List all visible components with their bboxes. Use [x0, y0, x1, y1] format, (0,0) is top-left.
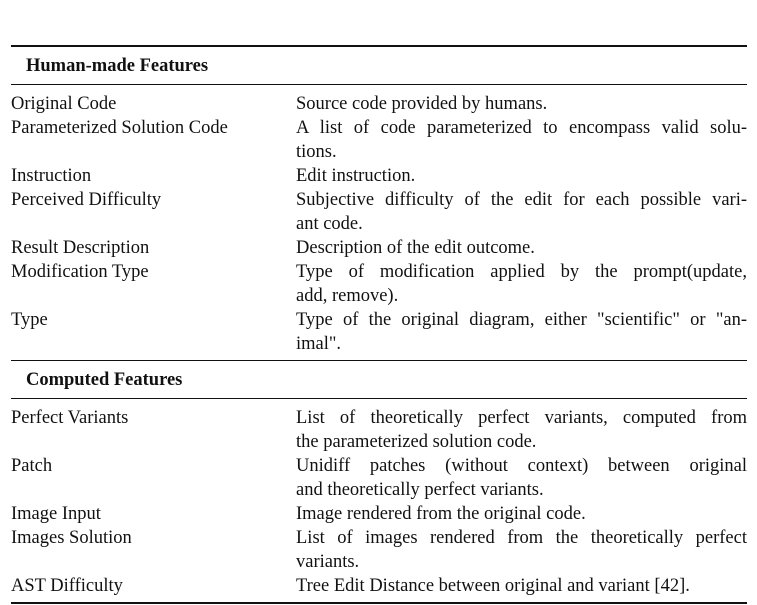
- description-line: add, remove).: [296, 286, 399, 306]
- bottom-rule: [11, 602, 747, 604]
- feature-description: List of theoretically perfect variants, …: [296, 406, 747, 454]
- feature-description: Unidiff patches (without context) betwee…: [296, 454, 747, 502]
- feature-description: Type of the original diagram, either "sc…: [296, 308, 747, 356]
- feature-name: Modification Type: [11, 262, 149, 282]
- feature-description: Type of modification applied by the prom…: [296, 260, 747, 308]
- feature-name: Patch: [11, 456, 53, 476]
- feature-name: Instruction: [11, 166, 92, 186]
- section-rule: [11, 84, 747, 85]
- table-row: Modification Type Type of modification ap…: [11, 260, 747, 308]
- feature-name: Image Input: [11, 504, 101, 524]
- table-row: AST Difficulty Tree Edit Distance between…: [11, 574, 747, 598]
- description-line: Image rendered from the original code.: [296, 504, 586, 524]
- table-row: Patch Unidiff patches (without context) b…: [11, 454, 747, 502]
- section-end-rule: [11, 360, 747, 361]
- description-line: Source code provided by humans.: [296, 94, 548, 114]
- feature-description: Image rendered from the original code.: [296, 502, 747, 526]
- description-line: Description of the edit outcome.: [296, 238, 535, 258]
- feature-description: Source code provided by humans.: [296, 92, 747, 116]
- feature-description: List of images rendered from the theoret…: [296, 526, 747, 574]
- feature-name: AST Difficulty: [11, 576, 123, 596]
- description-line: ant code.: [296, 214, 363, 234]
- table-row: Perceived Difficulty Subjective difficult…: [11, 188, 747, 236]
- table-row: Perfect Variants List of theoretically pe…: [11, 406, 747, 454]
- description-line: Edit instruction.: [296, 166, 416, 186]
- table-row: Instruction Edit instruction.: [11, 164, 747, 188]
- table-row: Result Description Description of the edi…: [11, 236, 747, 260]
- description-line: Type of modification applied by the prom…: [296, 262, 747, 282]
- description-line: Tree Edit Distance between original and …: [296, 576, 690, 596]
- section-rule: [11, 398, 747, 399]
- feature-description: A list of code parameterized to encompas…: [296, 116, 747, 164]
- feature-name: Type: [11, 310, 48, 330]
- feature-name: Parameterized Solution Code: [11, 118, 228, 138]
- top-rule: [11, 45, 747, 47]
- table-row: Original Code Source code provided by hum…: [11, 92, 747, 116]
- description-line: Unidiff patches (without context) betwee…: [296, 456, 747, 476]
- description-line: imal".: [296, 334, 342, 354]
- section-title: Human-made Features: [26, 56, 209, 76]
- description-line: List of theoretically perfect variants, …: [296, 408, 747, 428]
- feature-name: Perfect Variants: [11, 408, 129, 428]
- feature-description: Subjective difficulty of the edit for ea…: [296, 188, 747, 236]
- section-title: Computed Features: [26, 370, 183, 390]
- description-line: and theoretically perfect variants.: [296, 480, 544, 500]
- description-line: variants.: [296, 552, 360, 572]
- table-row: Image Input Image rendered from the origi…: [11, 502, 747, 526]
- table-row: Type Type of the original diagram, either…: [11, 308, 747, 356]
- description-line: Type of the original diagram, either "sc…: [296, 310, 747, 330]
- description-line: List of images rendered from the theoret…: [296, 528, 747, 548]
- feature-description: Description of the edit outcome.: [296, 236, 747, 260]
- feature-name: Original Code: [11, 94, 117, 114]
- description-line: tions.: [296, 142, 337, 162]
- feature-description: Tree Edit Distance between original and …: [296, 574, 747, 598]
- feature-name: Result Description: [11, 238, 150, 258]
- description-line: A list of code parameterized to encompas…: [296, 118, 747, 138]
- feature-description: Edit instruction.: [296, 164, 747, 188]
- description-line: Subjective difficulty of the edit for ea…: [296, 190, 747, 210]
- feature-name: Images Solution: [11, 528, 132, 548]
- table-row: Images Solution List of images rendered f…: [11, 526, 747, 574]
- description-line: the parameterized solution code.: [296, 432, 537, 452]
- table-row: Parameterized Solution Code A list of cod…: [11, 116, 747, 164]
- feature-name: Perceived Difficulty: [11, 190, 162, 210]
